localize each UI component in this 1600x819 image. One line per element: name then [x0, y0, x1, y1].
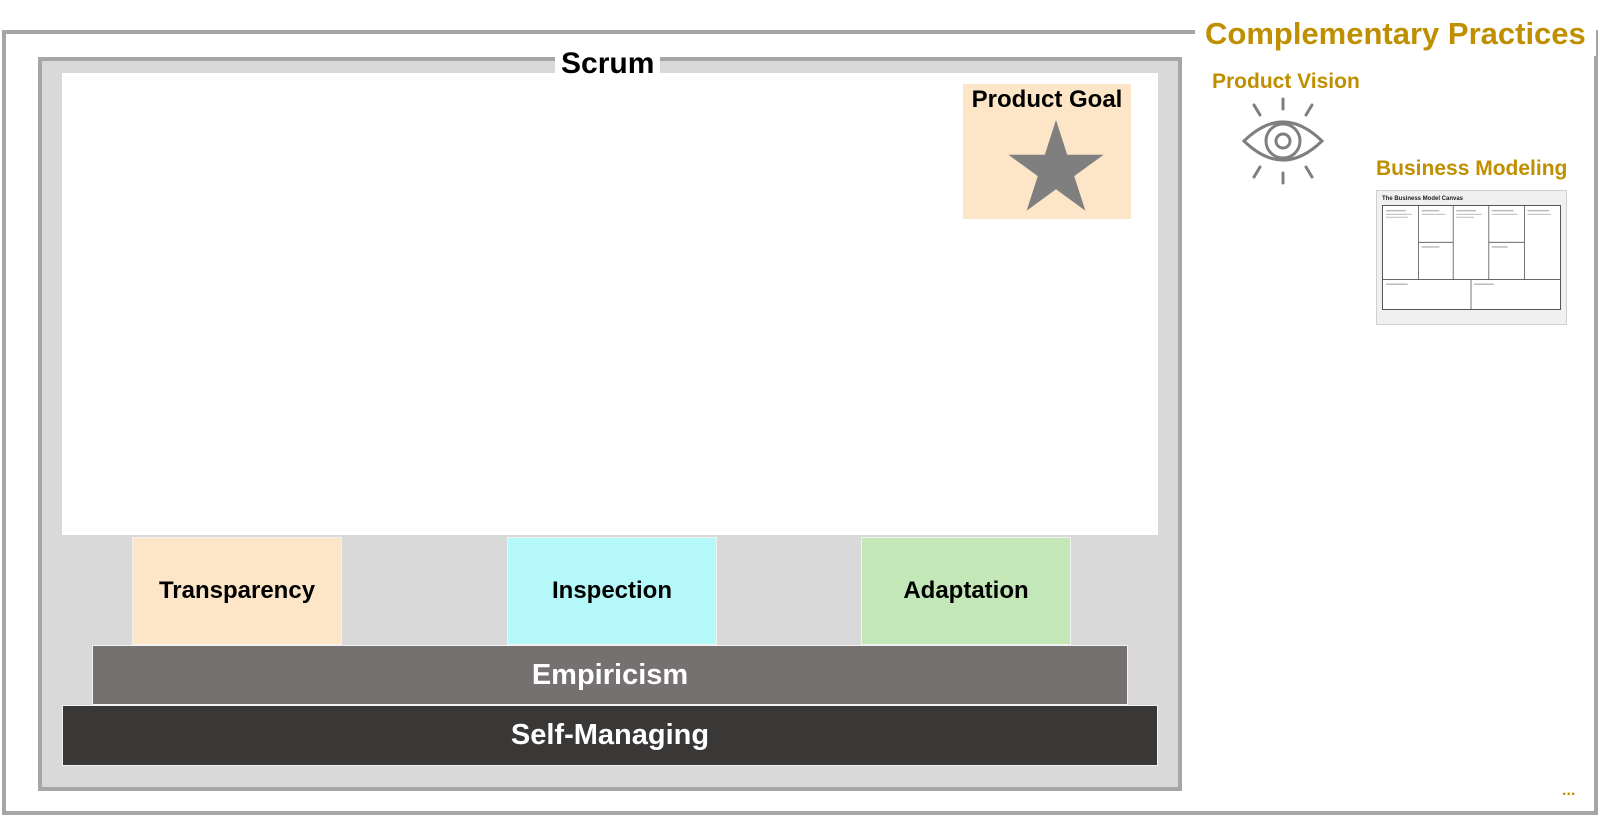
pillar-adaptation: Adaptation — [861, 537, 1071, 645]
self-managing-bar: Self-Managing — [62, 705, 1158, 766]
empiricism-bar: Empiricism — [92, 645, 1128, 705]
pillar-transparency: Transparency — [132, 537, 342, 645]
product-goal-label: Product Goal — [971, 86, 1123, 113]
star-icon — [1008, 120, 1104, 211]
pillar-inspection: Inspection — [507, 537, 717, 645]
complementary-practices-title: Complementary Practices — [1195, 12, 1596, 56]
more-indicator: ... — [1562, 782, 1576, 799]
eye-icon — [1241, 97, 1325, 185]
product-vision-label: Product Vision — [1212, 70, 1360, 93]
business-model-canvas-title: The Business Model Canvas — [1382, 196, 1464, 202]
business-model-canvas-grid — [1382, 205, 1561, 310]
business-modeling-label: Business Modeling — [1376, 157, 1568, 180]
complementary-practices-frame — [2, 30, 1598, 815]
scrum-title: Scrum — [555, 44, 661, 84]
